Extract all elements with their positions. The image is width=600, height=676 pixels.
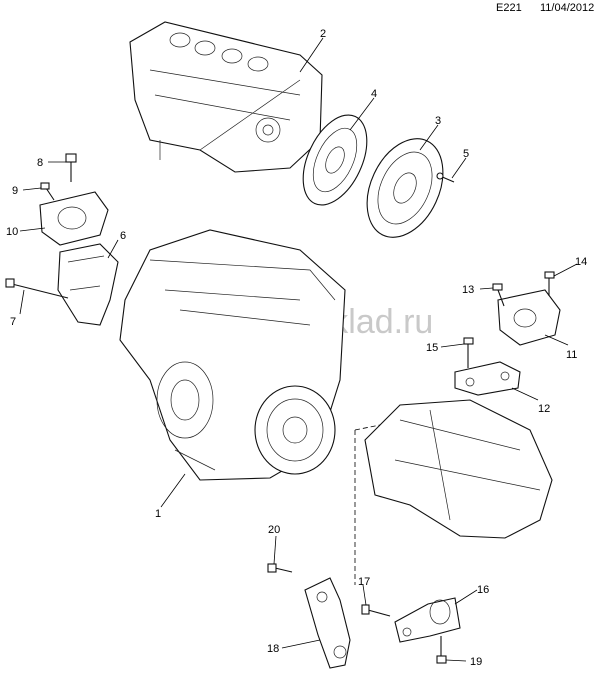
callout-8: 8: [37, 157, 43, 169]
callout-3: 3: [435, 115, 441, 127]
transmission-bracket-part: [454, 361, 521, 396]
callout-14: 14: [575, 256, 587, 268]
callout-16: 16: [477, 584, 489, 596]
callout-19: 19: [470, 656, 482, 668]
torque-rod-part: [394, 597, 461, 643]
callout-12: 12: [538, 403, 550, 415]
torque-rod-bracket-part: [304, 577, 351, 669]
mount-bracket-part: [57, 243, 119, 326]
mount-bolt-17-part: [361, 604, 391, 617]
transmission-housing: [364, 399, 553, 539]
diagram-code: E221: [496, 2, 522, 14]
mount-bolt-19-part: [436, 636, 447, 664]
clutch-bolt-part: [436, 172, 455, 183]
engine-assembly-part: [119, 229, 346, 481]
callout-17: 17: [358, 576, 370, 588]
callout-11: 11: [566, 349, 577, 361]
callout-2: 2: [320, 28, 326, 40]
callout-10: 10: [6, 226, 18, 238]
callout-18: 18: [267, 643, 279, 655]
callout-9: 9: [12, 185, 18, 197]
long-bolt-part: [5, 278, 69, 299]
mount-bolt-14-part: [544, 271, 555, 296]
callout-7: 7: [10, 316, 16, 328]
mount-bolt-9-part: [40, 182, 55, 201]
callout-13: 13: [462, 284, 474, 296]
callout-6: 6: [120, 230, 126, 242]
callout-1: 1: [155, 508, 161, 520]
leader-lines: [19, 37, 578, 662]
mount-bolt-15-part: [463, 337, 474, 368]
callout-15: 15: [426, 342, 438, 354]
engine-block-part: [129, 21, 323, 173]
callout-20: 20: [268, 524, 280, 536]
engine-mount-part: [39, 191, 109, 246]
diagram-date: 11/04/2012: [540, 2, 595, 14]
assembly-guide-line: [354, 424, 381, 585]
callout-4: 4: [371, 88, 377, 100]
mount-bolt-20-part: [267, 563, 293, 573]
mount-bolt-8-part: [65, 153, 77, 182]
callout-5: 5: [463, 148, 469, 160]
clutch-disc-part: [302, 114, 368, 206]
mount-bolt-13-part: [492, 283, 505, 307]
transmission-mount-part: [497, 289, 561, 346]
pressure-plate-part: [366, 138, 444, 238]
